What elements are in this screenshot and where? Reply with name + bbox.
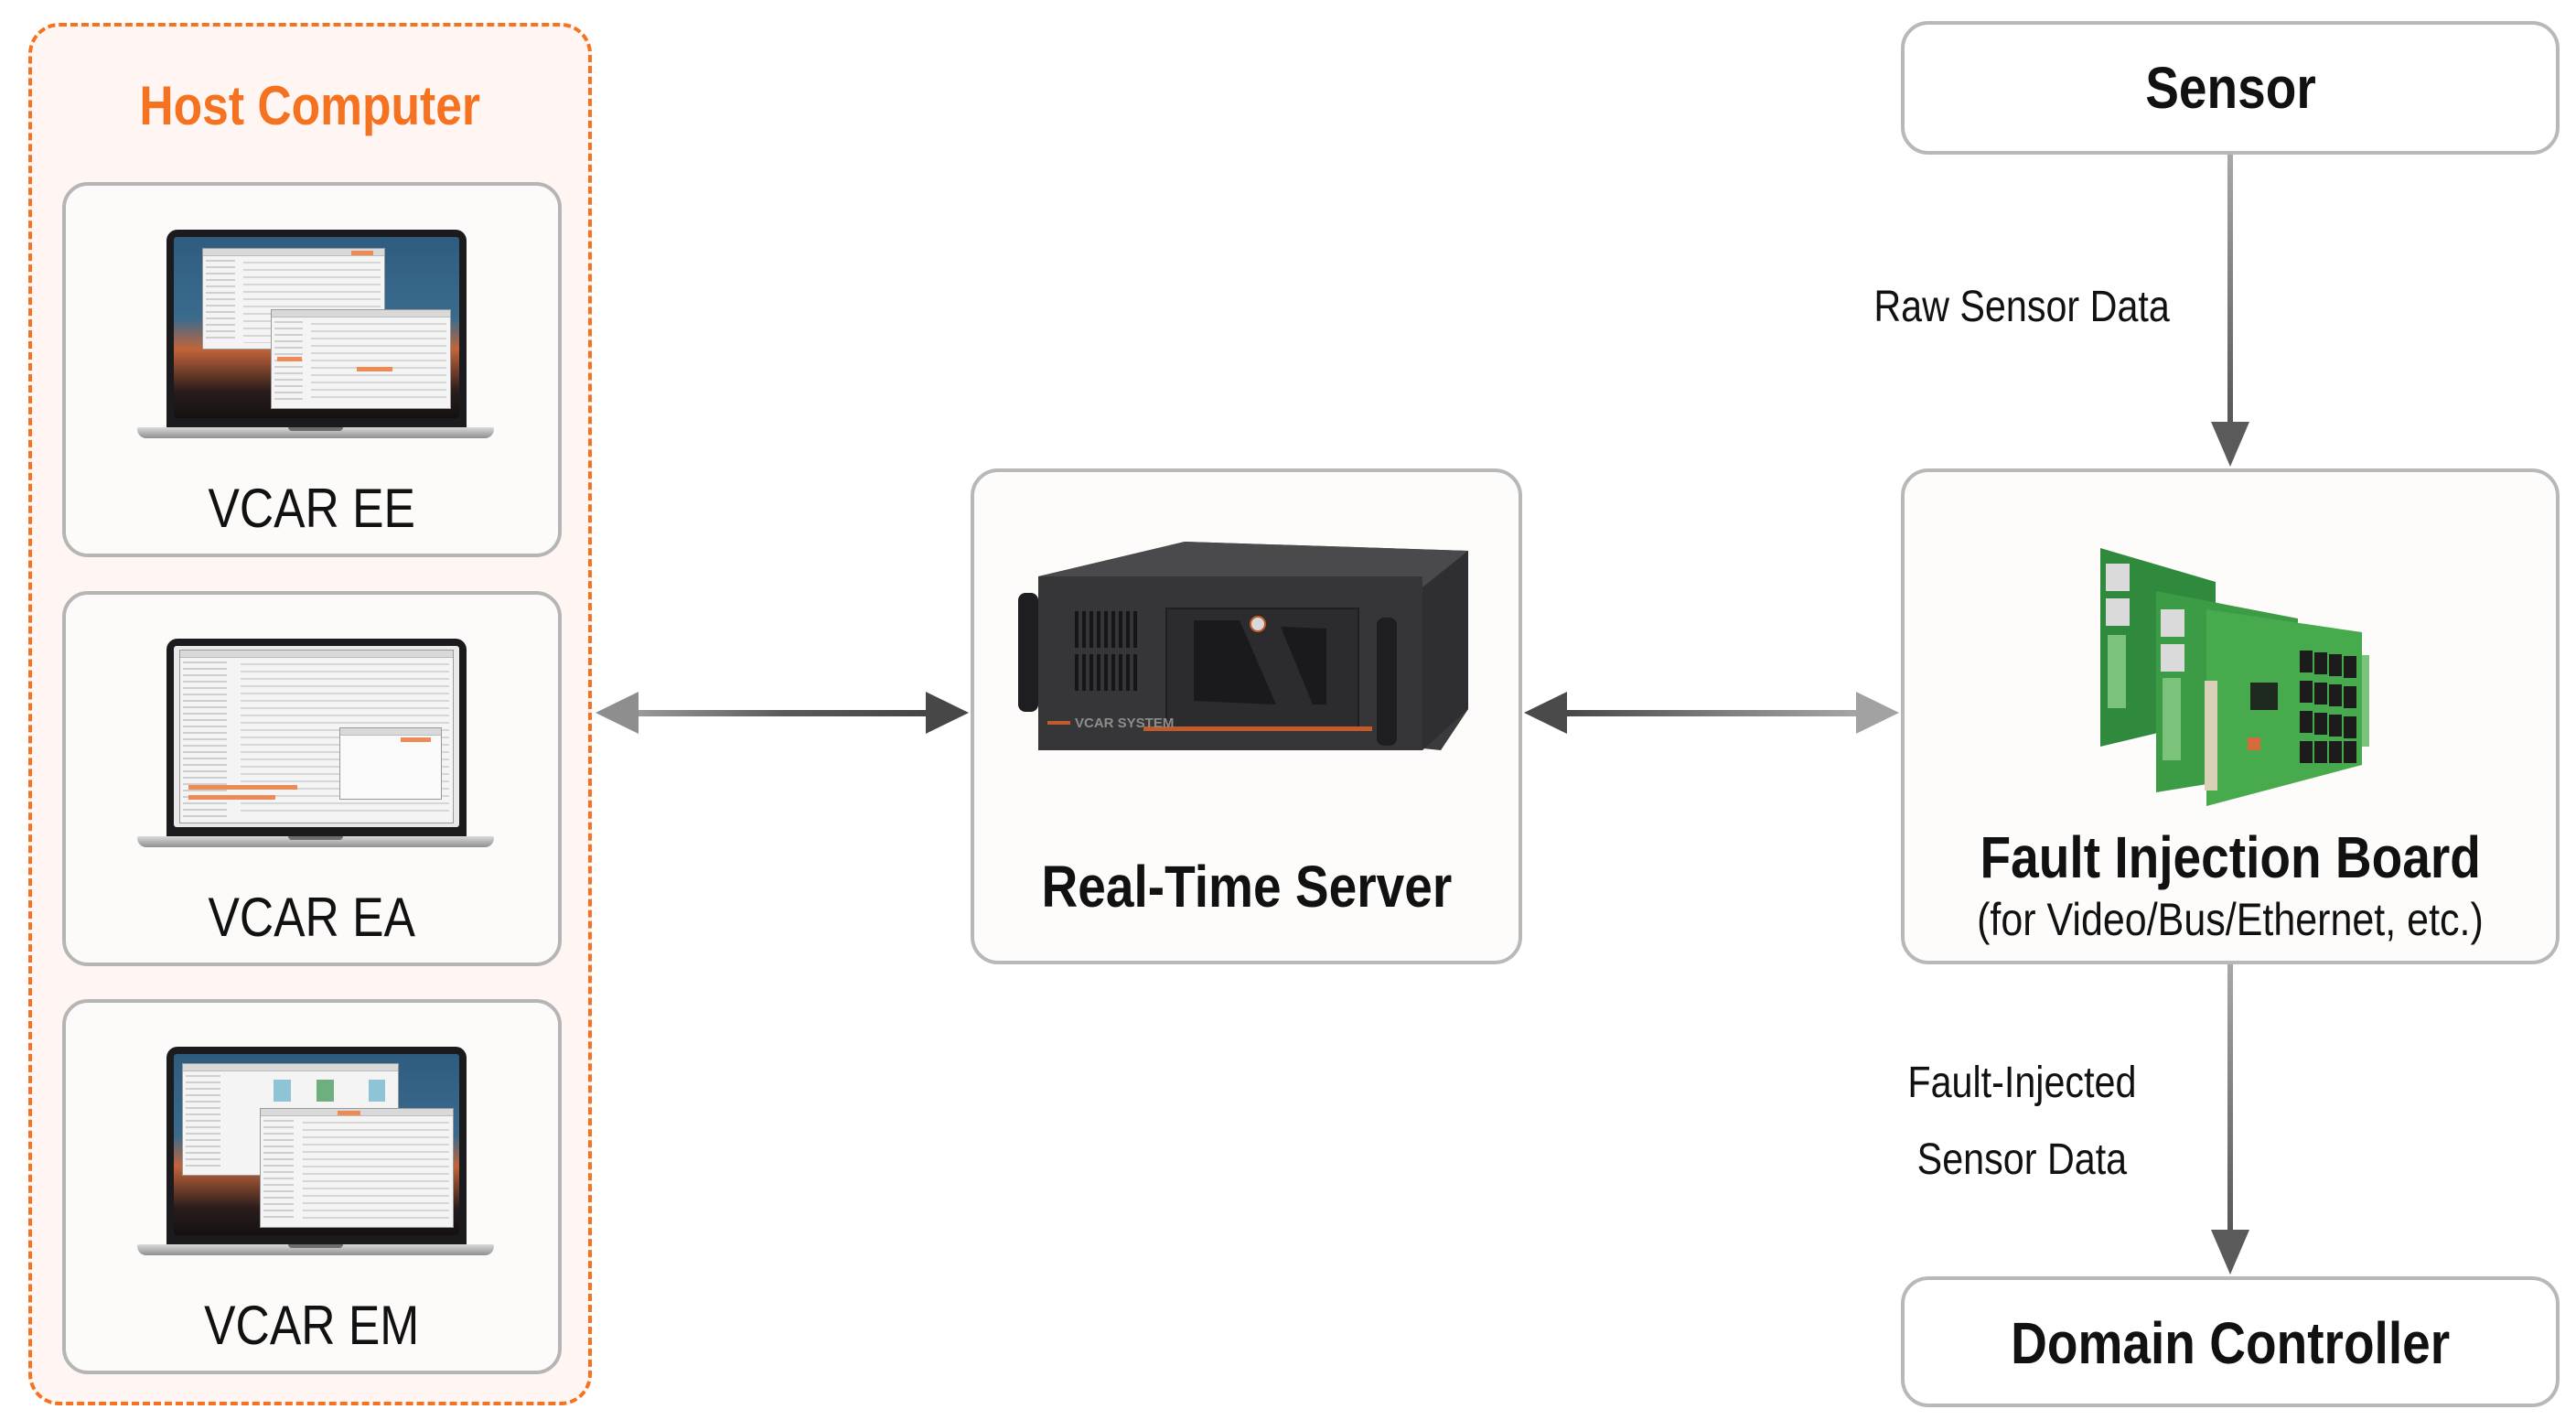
tool-card-vcar-ea[interactable]: VCAR EA	[62, 591, 562, 966]
laptop-icon	[137, 639, 494, 851]
rack-server-icon: VCAR SYSTEM	[1018, 542, 1468, 750]
host-computer-group: Host Computer VCAR EE	[28, 23, 592, 1405]
fault-injection-board-title: Fault Injection Board	[1980, 824, 2481, 890]
tool-label: VCAR EA	[208, 887, 416, 948]
arrowhead-right	[926, 692, 969, 734]
arrow-server-board	[1524, 692, 1899, 734]
edge-label-fault-injected-line2: Sensor Data	[1916, 1135, 2127, 1184]
edge-label-fault-injected-line1: Fault-Injected	[1906, 1059, 2137, 1107]
arrowhead-down	[2211, 1230, 2249, 1275]
domain-controller-box[interactable]: Domain Controller	[1901, 1276, 2560, 1407]
real-time-server-title: Real-Time Server	[1041, 854, 1452, 920]
arrow-host-server	[596, 692, 969, 734]
laptop-icon	[137, 1047, 494, 1259]
laptop-screen	[174, 237, 459, 418]
arrowhead-down	[2211, 422, 2249, 467]
host-computer-title: Host Computer	[32, 74, 588, 137]
server-brand-label: VCAR SYSTEM	[1075, 715, 1174, 731]
laptop-icon	[137, 230, 494, 442]
real-time-server-box[interactable]: VCAR SYSTEM Real-Time Server	[971, 468, 1522, 964]
fault-injection-board-subtitle: (for Video/Bus/Ethernet, etc.)	[1977, 894, 2484, 945]
arrowhead-right	[1856, 692, 1899, 734]
tool-label: VCAR EE	[208, 478, 416, 539]
circuit-board-icon	[2100, 548, 2369, 806]
tool-label: VCAR EM	[204, 1295, 420, 1356]
arrowhead-left	[1524, 692, 1567, 734]
edge-label-raw-sensor-data: Raw Sensor Data	[1873, 283, 2170, 331]
sensor-title: Sensor	[2144, 55, 2316, 121]
tool-card-vcar-ee[interactable]: VCAR EE	[62, 182, 562, 557]
sensor-box[interactable]: Sensor	[1901, 21, 2560, 155]
arrow-board-controller	[2211, 964, 2249, 1275]
fault-injection-board-box[interactable]: Fault Injection Board (for Video/Bus/Eth…	[1901, 468, 2560, 964]
arrow-sensor-board	[2211, 155, 2249, 467]
arrowhead-left	[596, 692, 639, 734]
tool-card-vcar-em[interactable]: VCAR EM	[62, 999, 562, 1374]
domain-controller-title: Domain Controller	[2010, 1310, 2451, 1376]
laptop-screen	[174, 646, 459, 827]
host-computer-title-text: Host Computer	[139, 75, 481, 136]
laptop-screen	[174, 1054, 459, 1235]
